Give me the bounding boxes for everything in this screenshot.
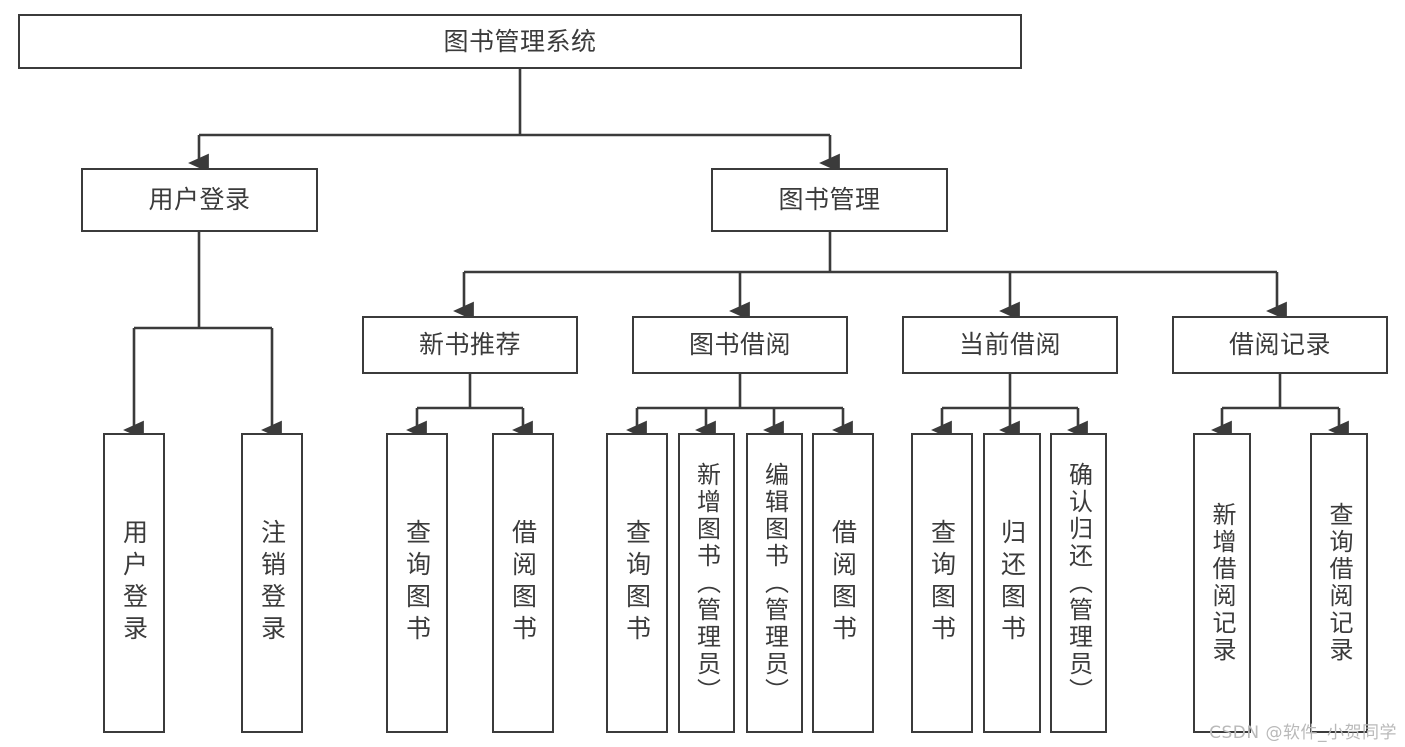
node-label: 新增图书（管理员） xyxy=(692,461,721,705)
node-leaf-add-borrow-record[interactable]: 新增借阅记录 xyxy=(1193,433,1251,733)
node-leaf-query-borrow-record[interactable]: 查询借阅记录 xyxy=(1310,433,1368,733)
node-label: 查询借阅记录 xyxy=(1325,502,1353,664)
node-label: 查询图书 xyxy=(927,519,957,647)
node-label: 查询图书 xyxy=(622,519,652,647)
node-label: 编辑图书（管理员） xyxy=(760,461,789,705)
node-label: 注销登录 xyxy=(257,519,287,647)
node-label: 查询图书 xyxy=(402,519,432,647)
node-book-borrow[interactable]: 图书借阅 xyxy=(632,316,848,374)
node-leaf-query-book-current[interactable]: 查询图书 xyxy=(911,433,973,733)
node-book-management[interactable]: 图书管理 xyxy=(711,168,948,232)
node-leaf-query-book-borrow[interactable]: 查询图书 xyxy=(606,433,668,733)
node-label: 借阅图书 xyxy=(508,519,538,647)
node-label: 借阅记录 xyxy=(1228,330,1331,360)
node-leaf-borrow-book-recommend[interactable]: 借阅图书 xyxy=(492,433,554,733)
node-leaf-query-book-recommend[interactable]: 查询图书 xyxy=(386,433,448,733)
node-leaf-confirm-return-admin[interactable]: 确认归还（管理员） xyxy=(1050,433,1107,733)
node-label: 用户登录 xyxy=(148,185,251,215)
node-current-borrow[interactable]: 当前借阅 xyxy=(902,316,1118,374)
node-root-system[interactable]: 图书管理系统 xyxy=(18,14,1022,69)
node-leaf-return-book[interactable]: 归还图书 xyxy=(983,433,1041,733)
node-label: 图书借阅 xyxy=(688,330,791,360)
node-leaf-user-logout[interactable]: 注销登录 xyxy=(241,433,303,733)
node-leaf-user-login[interactable]: 用户登录 xyxy=(103,433,165,733)
node-user-login[interactable]: 用户登录 xyxy=(81,168,318,232)
node-leaf-borrow-book[interactable]: 借阅图书 xyxy=(812,433,874,733)
node-label: 确认归还（管理员） xyxy=(1064,461,1093,705)
node-label: 新书推荐 xyxy=(418,330,521,360)
node-label: 当前借阅 xyxy=(958,330,1061,360)
node-label: 用户登录 xyxy=(119,519,149,647)
node-leaf-add-book-admin[interactable]: 新增图书（管理员） xyxy=(678,433,735,733)
node-label: 新增借阅记录 xyxy=(1208,502,1236,664)
node-leaf-edit-book-admin[interactable]: 编辑图书（管理员） xyxy=(746,433,803,733)
node-label: 借阅图书 xyxy=(828,519,858,647)
node-label: 归还图书 xyxy=(997,519,1027,647)
node-label: 图书管理系统 xyxy=(443,26,597,56)
node-borrow-record[interactable]: 借阅记录 xyxy=(1172,316,1388,374)
node-label: 图书管理 xyxy=(778,185,881,215)
node-new-book-recommend[interactable]: 新书推荐 xyxy=(362,316,578,374)
csdn-watermark: CSDN @软件_小贺同学 xyxy=(1209,723,1397,743)
